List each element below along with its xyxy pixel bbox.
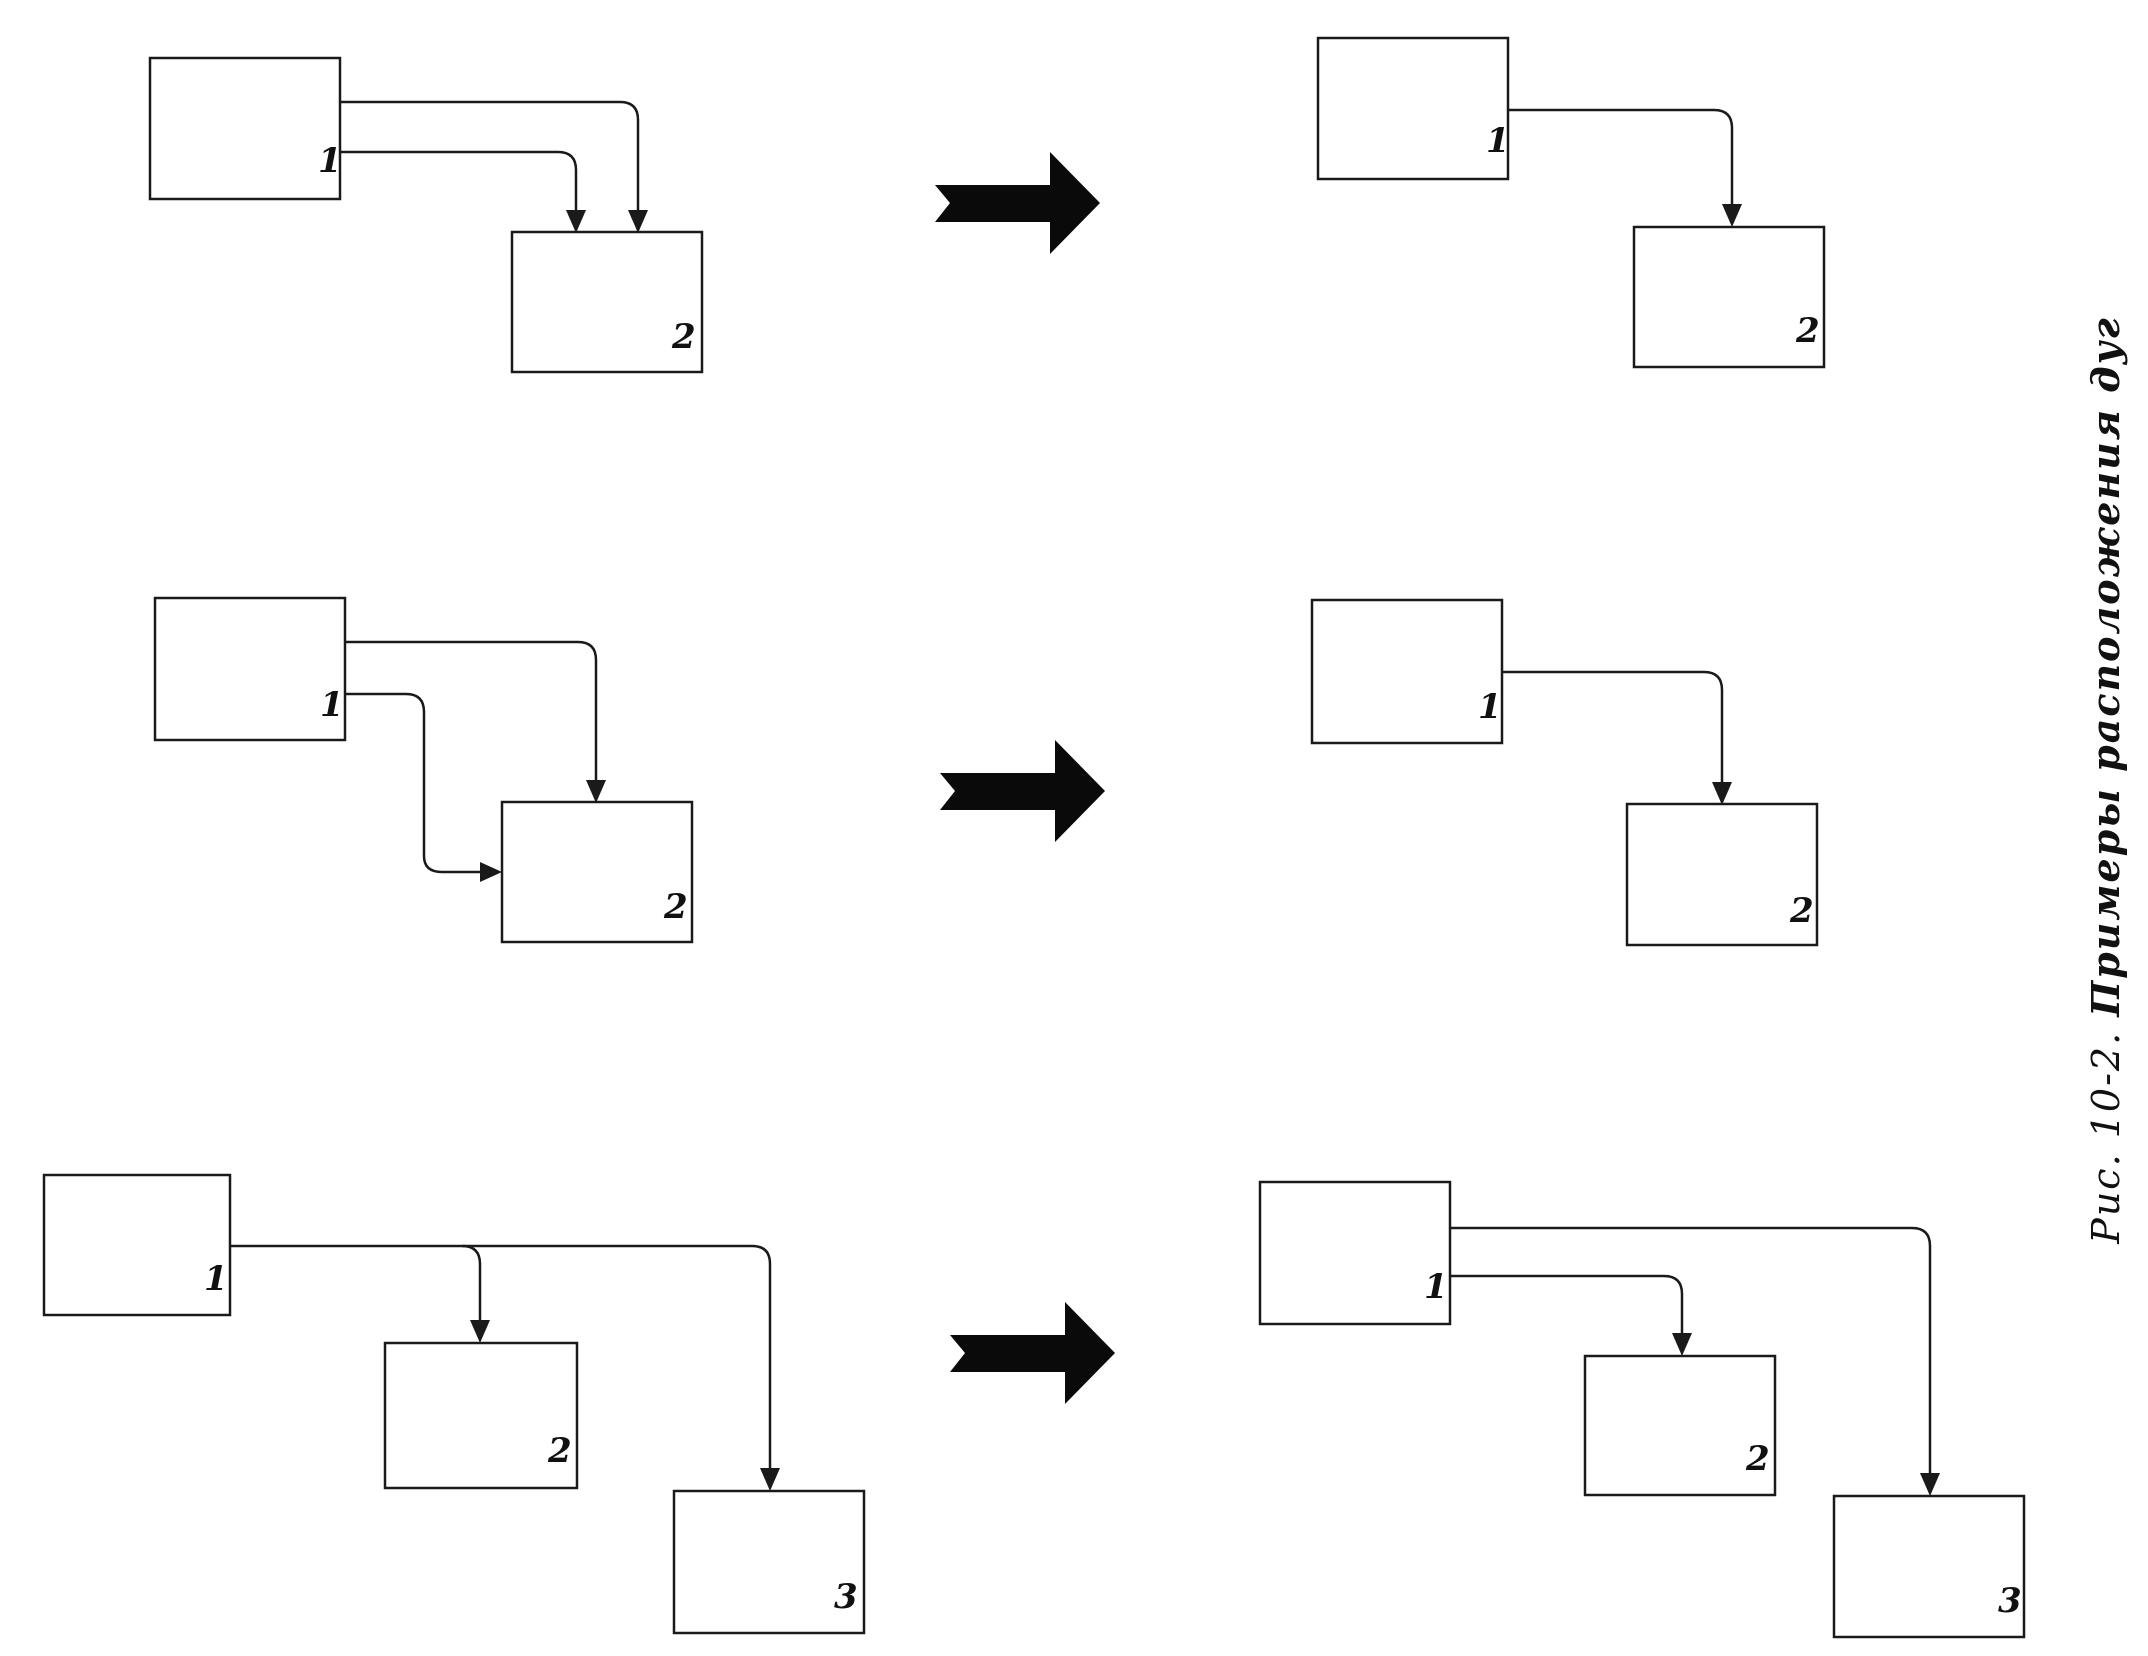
row3-after-label-2: 2: [1745, 1439, 1770, 1479]
row3-before-box-2: [383, 1341, 579, 1490]
row3-after-label-3: 3: [1998, 1581, 2022, 1621]
row3-before-box-1: [42, 1173, 232, 1317]
row3-after-box-2: [1583, 1354, 1777, 1497]
row2-before-arc-top: [345, 640, 598, 782]
row1-before-label-1: 1: [318, 141, 342, 181]
row2-before-arrowhead-top: [586, 780, 606, 803]
row3-before-arc-to-2: [230, 1244, 482, 1322]
row2-after-arc: [1502, 670, 1724, 784]
row3-before-label-2: 2: [547, 1431, 572, 1471]
row1-after-arrowhead: [1722, 204, 1742, 227]
row3-after-box-3: [1832, 1494, 2026, 1639]
row1-before-arc-inner: [340, 150, 578, 212]
row3-before-box-3: [672, 1489, 866, 1635]
row3-after-arc-to-3: [1450, 1226, 1932, 1475]
row2-after-box-2: [1625, 802, 1819, 947]
row3-after-box-1: [1258, 1180, 1452, 1326]
row1-before-box-1: [148, 56, 342, 201]
row3-before-label-1: 1: [204, 1259, 228, 1299]
row3-after: 1 2 3: [1258, 1180, 2026, 1639]
row2-before-arc-side: [345, 692, 482, 874]
row1-before-arc-outer: [340, 100, 640, 212]
row2-before-label-1: 1: [320, 685, 344, 725]
row1-before-arrowhead-outer: [628, 210, 648, 233]
row1-before: 1 2: [148, 56, 704, 374]
row1-after-arc: [1508, 108, 1734, 206]
row3-before-arrowhead-to-2: [470, 1320, 490, 1343]
row3-after-arc-to-2: [1450, 1274, 1684, 1335]
row3-before-label-3: 3: [834, 1577, 858, 1617]
row3-after-label-1: 1: [1424, 1267, 1448, 1307]
row1-after-box-1: [1316, 36, 1510, 181]
row3-before-arrowhead-to-3: [760, 1468, 780, 1491]
row2-before-box-2: [500, 800, 694, 944]
row3-before-arc-to-3: [462, 1244, 772, 1470]
row2-before-box-1: [153, 596, 347, 742]
row2-transition-arrow: [940, 740, 1105, 842]
row1-after-label-1: 1: [1486, 121, 1510, 161]
row1-before-box-2: [510, 230, 704, 374]
row1-before-label-2: 2: [671, 317, 696, 357]
row3-after-arrowhead-to-2: [1672, 1333, 1692, 1356]
row2-after-arrowhead: [1712, 782, 1732, 805]
row2-before-label-2: 2: [663, 887, 688, 927]
row1-after-box-2: [1632, 225, 1826, 369]
row3-after-arrowhead-to-3: [1920, 1473, 1940, 1496]
row3-transition-arrow: [950, 1302, 1115, 1404]
row1-after-label-2: 2: [1795, 311, 1820, 351]
row2-before: 1 2: [153, 596, 694, 944]
row2-after-label-2: 2: [1789, 891, 1814, 931]
row2-before-arrowhead-side: [480, 862, 502, 882]
caption-prefix: Рис. 10-2.: [2084, 1030, 2128, 1244]
row2-after: 1 2: [1310, 598, 1819, 947]
figure-caption: Рис. 10-2. Примеры расположения дуг: [2083, 316, 2128, 1244]
row1-after: 1 2: [1316, 36, 1826, 369]
row2-after-box-1: [1310, 598, 1504, 745]
row1-transition-arrow: [935, 152, 1100, 254]
row3-before: 1 2 3: [42, 1173, 866, 1635]
row1-before-arrowhead-inner: [566, 210, 586, 233]
caption-text: Примеры расположения дуг: [2083, 316, 2128, 1017]
row2-after-label-1: 1: [1478, 687, 1502, 727]
